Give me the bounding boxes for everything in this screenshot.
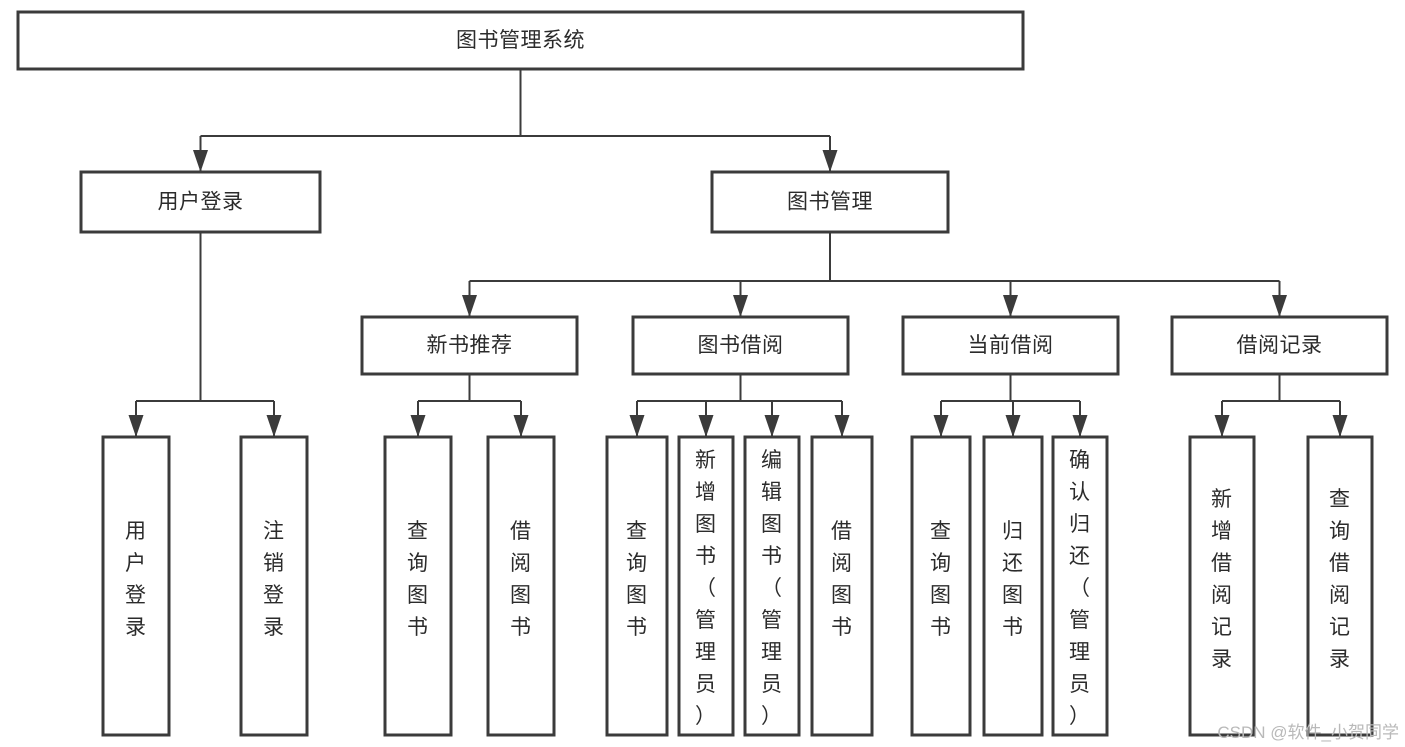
edge-group-book-manage [462, 232, 1287, 317]
node-leaf-query-book-borrow[interactable]: 查询图书 [605, 435, 669, 737]
edge-arrowhead [764, 415, 780, 437]
node-box-new-book-recommend [360, 315, 579, 376]
node-label-user-login: 用户登录 [158, 191, 244, 214]
node-borrow-record[interactable]: 借阅记录 [1170, 315, 1389, 376]
edge-arrowhead [698, 415, 714, 437]
node-label-book-borrow: 图书借阅 [698, 334, 784, 357]
node-label-leaf-query-book-cur: 查询图书 [930, 520, 952, 639]
node-box-leaf-add-borrow-record [1188, 435, 1256, 737]
node-box-leaf-query-book-borrow [605, 435, 669, 737]
edge-group-root [193, 69, 838, 172]
node-box-leaf-query-book-cur [910, 435, 972, 737]
node-leaf-query-book-rec[interactable]: 查询图书 [383, 435, 453, 737]
edge-group-user-login [128, 232, 282, 437]
edge-arrowhead [1005, 415, 1021, 437]
edge-arrowhead [410, 415, 426, 437]
edge-arrowhead [822, 150, 838, 172]
node-leaf-add-borrow-record[interactable]: 新增借阅记录 [1188, 435, 1256, 737]
edge-arrowhead [733, 295, 748, 317]
node-leaf-borrow-book[interactable]: 借阅图书 [810, 435, 874, 737]
node-box-leaf-query-book-rec [383, 435, 453, 737]
edge-arrowhead [933, 415, 949, 437]
edge-arrowhead [1072, 415, 1088, 437]
node-label-book-manage: 图书管理 [787, 191, 873, 214]
node-leaf-borrow-book-rec[interactable]: 借阅图书 [486, 435, 556, 737]
node-leaf-add-book-admin[interactable]: 新增图书（管理员） [677, 435, 735, 737]
node-leaf-query-book-cur[interactable]: 查询图书 [910, 435, 972, 737]
node-label-leaf-add-book-admin: 新增图书（管理员） [695, 449, 717, 728]
node-label-new-book-recommend: 新书推荐 [427, 334, 513, 357]
node-leaf-edit-book-admin[interactable]: 编辑图书（管理员） [743, 435, 801, 737]
node-box-current-borrow [901, 315, 1120, 376]
edge-group-new-book-recommend [410, 374, 529, 437]
node-leaf-return-book[interactable]: 归还图书 [982, 435, 1044, 737]
edge-arrowhead [1214, 415, 1230, 437]
node-label-leaf-borrow-book: 借阅图书 [831, 520, 853, 639]
node-label-leaf-edit-book-admin: 编辑图书（管理员） [761, 449, 783, 728]
edge-arrowhead [128, 415, 144, 437]
node-leaf-query-borrow-record[interactable]: 查询借阅记录 [1306, 435, 1374, 737]
node-new-book-recommend[interactable]: 新书推荐 [360, 315, 579, 376]
edge-arrowhead [1003, 295, 1018, 317]
node-label-leaf-borrow-book-rec: 借阅图书 [510, 520, 532, 639]
node-label-leaf-return-book: 归还图书 [1002, 520, 1024, 639]
node-box-leaf-edit-book-admin [743, 435, 801, 737]
node-label-leaf-confirm-return-admin: 确认归还（管理员） [1069, 449, 1091, 728]
node-book-manage[interactable]: 图书管理 [710, 170, 950, 234]
node-leaf-confirm-return-admin[interactable]: 确认归还（管理员） [1051, 435, 1109, 737]
node-label-leaf-query-book-rec: 查询图书 [407, 520, 429, 639]
node-box-leaf-borrow-book-rec [486, 435, 556, 737]
node-box-leaf-return-book [982, 435, 1044, 737]
node-current-borrow[interactable]: 当前借阅 [901, 315, 1120, 376]
node-box-leaf-confirm-return-admin [1051, 435, 1109, 737]
node-label-leaf-user-login: 用户登录 [125, 520, 147, 639]
edge-arrowhead [834, 415, 850, 437]
node-leaf-user-logout[interactable]: 注销登录 [239, 435, 309, 737]
node-leaf-user-login[interactable]: 用户登录 [101, 435, 171, 737]
edge-arrowhead [266, 415, 282, 437]
node-box-leaf-query-borrow-record [1306, 435, 1374, 737]
node-box-leaf-user-login [101, 435, 171, 737]
node-label-leaf-user-logout: 注销登录 [263, 520, 285, 639]
edge-arrowhead [193, 150, 208, 172]
edge-group-current-borrow [933, 374, 1088, 437]
node-box-leaf-add-book-admin [677, 435, 735, 737]
edge-arrowhead [629, 415, 645, 437]
node-box-root [16, 10, 1025, 71]
node-box-borrow-record [1170, 315, 1389, 376]
edge-arrowhead [1272, 295, 1287, 317]
nodes-layer: 图书管理系统用户登录图书管理新书推荐图书借阅当前借阅借阅记录用户登录注销登录查询… [16, 10, 1389, 737]
edge-arrowhead [1332, 415, 1348, 437]
node-label-current-borrow: 当前借阅 [968, 334, 1054, 357]
edges-layer [128, 69, 1348, 437]
node-label-leaf-add-borrow-record: 新增借阅记录 [1211, 488, 1233, 671]
node-label-root: 图书管理系统 [456, 29, 585, 52]
node-box-book-borrow [631, 315, 850, 376]
node-box-leaf-borrow-book [810, 435, 874, 737]
node-box-book-manage [710, 170, 950, 234]
node-box-leaf-user-logout [239, 435, 309, 737]
edge-group-borrow-record [1214, 374, 1348, 437]
edge-arrowhead [462, 295, 477, 317]
csdn-watermark: CSDN @软件_小贺同学 [1217, 723, 1399, 742]
node-label-leaf-query-borrow-record: 查询借阅记录 [1329, 488, 1351, 671]
node-book-borrow[interactable]: 图书借阅 [631, 315, 850, 376]
edge-arrowhead [513, 415, 529, 437]
node-box-user-login [79, 170, 322, 234]
edge-group-book-borrow [629, 374, 850, 437]
node-root[interactable]: 图书管理系统 [16, 10, 1025, 71]
node-user-login[interactable]: 用户登录 [79, 170, 322, 234]
node-label-borrow-record: 借阅记录 [1237, 334, 1323, 357]
node-label-leaf-query-book-borrow: 查询图书 [626, 520, 648, 639]
